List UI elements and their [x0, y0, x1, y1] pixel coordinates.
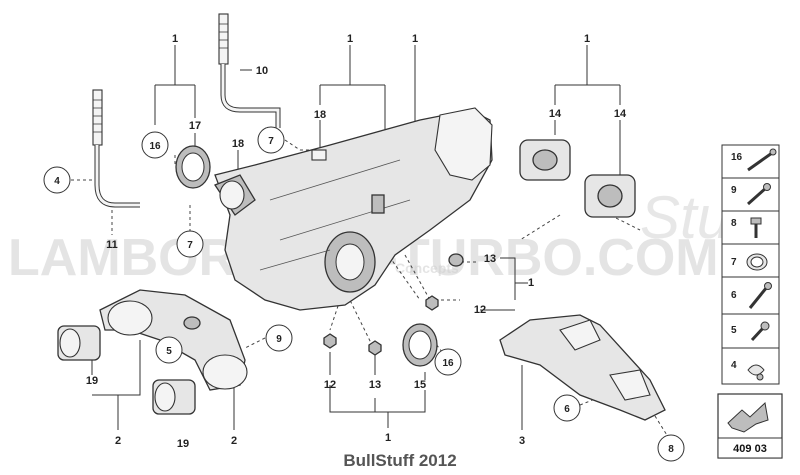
- side-item-8[interactable]: 8: [721, 210, 780, 245]
- watermark-sub-text: Concepts: [395, 260, 459, 276]
- rubber-bush-19a: [57, 325, 101, 361]
- bolt-icon: [747, 183, 771, 206]
- label-19-left: 19: [86, 375, 98, 387]
- svg-text:7: 7: [187, 240, 193, 251]
- bolt-icon: [748, 282, 772, 309]
- side-item-6[interactable]: 6: [721, 276, 780, 315]
- clamp-icon: [746, 253, 768, 271]
- callout-4: 4: [43, 166, 71, 194]
- svg-text:8: 8: [731, 218, 737, 229]
- hose-line-11: [92, 89, 140, 208]
- svg-text:16: 16: [731, 152, 743, 163]
- side-item-9[interactable]: 9: [721, 177, 780, 212]
- label-10: 10: [256, 65, 268, 77]
- reference-box: 409 03: [717, 393, 783, 459]
- label-15: 15: [414, 379, 426, 391]
- label-11: 11: [106, 239, 118, 251]
- callout-16-bottom: 16: [434, 348, 462, 376]
- svg-text:9: 9: [731, 185, 737, 196]
- svg-text:16: 16: [442, 358, 454, 369]
- side-item-4[interactable]: 4: [721, 347, 780, 385]
- hose-line-10: [218, 13, 281, 128]
- label-14-right: 14: [614, 108, 627, 120]
- arrow-icon: [727, 402, 769, 433]
- label-18-top: 18: [314, 109, 326, 121]
- fastener-side-panel: 16 9 8 7: [721, 144, 780, 385]
- transfer-case-housing: [214, 107, 493, 311]
- label-17: 17: [189, 120, 201, 132]
- label-1-housing: 1: [412, 33, 418, 45]
- label-1-topleft: 1: [172, 33, 178, 45]
- label-13-right: 13: [484, 253, 496, 265]
- support-bracket-3: [499, 314, 666, 421]
- copyright-text: BullStuff 2012: [343, 451, 456, 470]
- svg-text:16: 16: [149, 141, 161, 152]
- label-1-center: 1: [347, 33, 353, 45]
- svg-text:9: 9: [276, 334, 282, 345]
- rubber-mount-14a: [519, 139, 571, 181]
- label-1-small: 1: [528, 277, 534, 289]
- label-2-right: 2: [231, 435, 237, 447]
- svg-text:6: 6: [731, 290, 737, 301]
- label-18-left: 18: [232, 138, 244, 150]
- bolt-short-icon: [750, 321, 770, 342]
- svg-text:5: 5: [731, 325, 737, 336]
- rubber-bush-19b: [152, 379, 196, 415]
- svg-text:6: 6: [564, 404, 570, 415]
- label-2-left: 2: [115, 435, 121, 447]
- label-19-bottom: 19: [177, 438, 189, 450]
- leader-lines: [91, 45, 621, 430]
- callout-16-top: 16: [141, 131, 169, 159]
- label-14-left: 14: [549, 108, 562, 120]
- svg-text:7: 7: [731, 257, 737, 268]
- svg-text:7: 7: [268, 136, 274, 147]
- side-item-5[interactable]: 5: [721, 313, 780, 349]
- reference-code: 409 03: [733, 443, 767, 455]
- bolt-long-icon: [747, 148, 777, 172]
- callout-7-left: 7: [176, 230, 204, 258]
- label-12-right: 12: [474, 304, 486, 316]
- label-12-bottom: 12: [324, 379, 336, 391]
- seal-ring-17: [175, 145, 211, 189]
- hose-clip-icon: [747, 364, 765, 381]
- side-item-7[interactable]: 7: [721, 243, 780, 278]
- svg-text:4: 4: [731, 360, 737, 371]
- label-13-bottom: 13: [369, 379, 381, 391]
- svg-text:5: 5: [166, 346, 172, 357]
- label-3: 3: [519, 435, 525, 447]
- fasteners: [323, 253, 464, 356]
- side-item-16[interactable]: 16: [721, 144, 780, 179]
- bolt-flange-icon: [750, 217, 762, 238]
- label-1-right: 1: [584, 33, 590, 45]
- callout-9: 9: [265, 324, 293, 352]
- callout-7-top: 7: [257, 126, 285, 154]
- seal-ring-16: [402, 323, 438, 367]
- label-1-bottom: 1: [385, 432, 391, 444]
- rubber-mount-14b: [584, 174, 636, 218]
- callout-circles: 4 16 7 7 5 9 16 6: [43, 126, 685, 462]
- svg-text:8: 8: [668, 444, 674, 455]
- callout-8: 8: [657, 434, 685, 462]
- part-number-labels: 1 1 1 1 10 17 18 18 14 14 11 13 1 12 19 …: [86, 33, 627, 450]
- callout-5: 5: [155, 336, 183, 364]
- callout-6: 6: [553, 394, 581, 422]
- svg-text:4: 4: [54, 176, 60, 187]
